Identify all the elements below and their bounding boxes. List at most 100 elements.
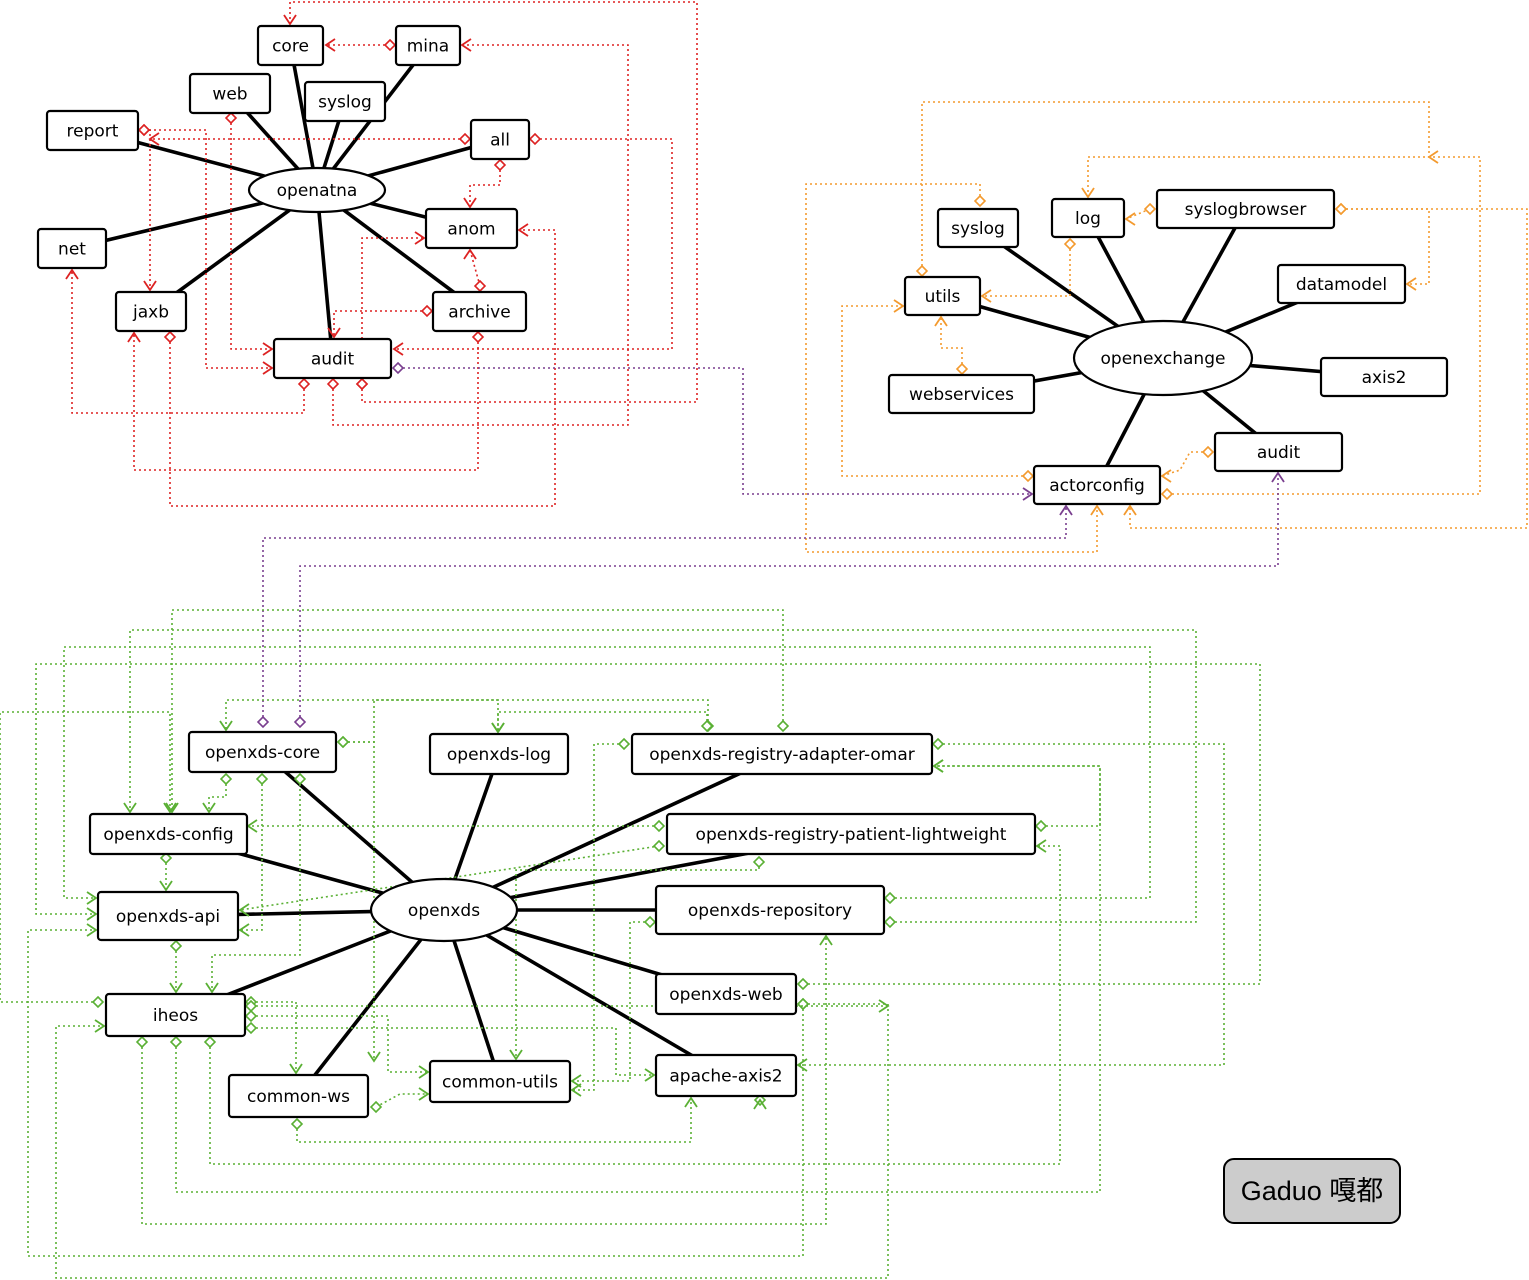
dep-iheos-omar (175, 765, 1101, 1193)
dep-iheos-commonutils (251, 1015, 428, 1073)
module-axis2x: apache-axis2 (654, 1053, 798, 1098)
dep-audit-net-source-diamond (297, 377, 311, 391)
module-utils: utils (903, 275, 982, 317)
dep-omar-config (171, 609, 784, 812)
dep-core-iheos-source-diamond (293, 772, 307, 786)
module-report-box (45, 109, 140, 152)
dep-syslog-actorconfig-source-diamond (973, 194, 987, 208)
dep-syslog-actorconfig (805, 183, 1098, 553)
module-log-box (1050, 197, 1126, 239)
dep-repo-commonutils-source-diamond (643, 915, 657, 929)
dep-archive-anom (469, 249, 481, 287)
dep-actorconfig-utils-target-arrow (893, 299, 905, 313)
author-badge-label: Gaduo 嘎都 (1241, 1176, 1384, 1206)
dep-archive-jaxb (133, 333, 479, 471)
dep-core-audit-cross (299, 473, 1279, 722)
dep-iheos-commonutils-target-arrow (418, 1065, 430, 1079)
dep-iheos-repo-source-diamond (135, 1035, 149, 1049)
dep-patient-omar-r (934, 765, 1101, 827)
dep-jaxb-anom-target-arrow (517, 223, 529, 237)
module-actorconfig: actorconfig (1032, 464, 1162, 506)
dep-report-audit (144, 129, 272, 369)
dep-core-actorconfig-cross-target-arrow (1059, 504, 1073, 516)
dep-archive-anom-source-diamond (473, 279, 487, 293)
dep-all-report-source-diamond (458, 132, 472, 146)
module-report-label: report (67, 122, 119, 142)
dep-archive-jaxb-source-diamond (471, 330, 485, 344)
module-syslogbrowser-box (1155, 188, 1336, 230)
module-actorconfig-label: actorconfig (1049, 476, 1144, 496)
dep-audit-actorconfig-target-arrow (1160, 469, 1172, 483)
dep-iheos-axis2x-source-diamond (244, 1021, 258, 1035)
module-datamodel-box (1276, 263, 1407, 305)
dep-commonws-axis2x-target-arrow (684, 1096, 698, 1108)
module-webservices: webservices (887, 373, 1036, 415)
dep-core-log-target-arrow (491, 722, 505, 734)
dep-archive-audit-source-diamond (420, 304, 434, 318)
dep-patient-omar-r-source-diamond (1034, 819, 1048, 833)
module-axis2: axis2 (1319, 356, 1449, 398)
dep-omar-api-source-diamond (931, 737, 945, 751)
dep-webx-axis2x-target-arrow (86, 923, 98, 937)
dep-core-actorconfig-cross-source-diamond (256, 715, 270, 729)
module-omar-label: openxds-registry-adapter-omar (649, 745, 915, 765)
module-config: openxds-config (88, 812, 249, 856)
module-net-box (36, 227, 108, 270)
dep-axis2x-iheos-target-arrow (753, 1098, 767, 1110)
dep-webx-iheos (55, 1003, 889, 1279)
dep-syslogbrowser-datamodel-target-arrow (1405, 277, 1417, 291)
spoke-openxds-axis2x (443, 908, 727, 1078)
dep-syslog-actorconfig-target-arrow (1090, 504, 1104, 516)
module-web: web (188, 72, 272, 115)
dep-core-commonutils (343, 741, 375, 1061)
hub-openatna-label: openatna (277, 181, 358, 201)
module-mina-box (394, 24, 462, 67)
dep-webservices-utils-target-arrow (934, 315, 948, 327)
module-repo: openxds-repository (654, 884, 886, 936)
module-axis2-box (1319, 356, 1449, 398)
module-patient-box (665, 812, 1037, 856)
dep-patient-repo-source-diamond (752, 855, 766, 869)
module-actorconfig-box (1032, 464, 1162, 506)
spoke-openxds-omar (443, 752, 783, 912)
dep-web-audit-source-diamond (224, 111, 238, 125)
module-axis2x-label: apache-axis2 (669, 1067, 782, 1087)
dep-archive-anom-target-arrow (463, 248, 477, 260)
hub-openexchange-label: openexchange (1101, 349, 1226, 369)
dep-core-api-target-arrow (238, 923, 250, 937)
dep-commonws-commonutils-source-diamond (369, 1100, 383, 1114)
dep-syslogbrowser-log-target-arrow (1124, 212, 1136, 226)
dep-syslogbrowser-actorconfig-target-arrow (1123, 504, 1137, 516)
dep-iheos-axis2x-target-arrow (644, 1068, 656, 1082)
dep-audit-mina (332, 44, 629, 426)
dep-repo-omar-source-diamond (883, 891, 897, 905)
hub-openxds-shape (369, 877, 519, 943)
hub-openxds-label: openxds (408, 901, 480, 921)
module-anom-label: anom (447, 220, 495, 240)
dep-webx-axis2x (27, 929, 804, 1257)
hub-openxds: openxds (369, 877, 519, 943)
module-syslog_a: syslog (303, 80, 387, 123)
module-syslog_e-box (936, 207, 1020, 249)
module-all-box (469, 118, 531, 161)
author-badge: Gaduo 嘎都 (1223, 1158, 1401, 1224)
module-syslog_e: syslog (936, 207, 1020, 249)
dep-patient-repo (515, 862, 760, 1059)
module-config-box (88, 812, 249, 856)
dep-iheos-api-source-diamond (91, 995, 105, 1009)
module-mina: mina (394, 24, 462, 67)
dep-iheos-axis2x (251, 1027, 654, 1076)
dep-commonws-axis2x-source-diamond (290, 1117, 304, 1131)
module-commonws-label: common-ws (247, 1087, 350, 1107)
module-omar-box (630, 732, 934, 776)
dep-audit-actorconfig-cross-source-diamond (391, 361, 405, 375)
module-web-box (188, 72, 272, 115)
module-axis2-label: axis2 (1362, 368, 1407, 388)
module-patient-label: openxds-registry-patient-lightweight (696, 825, 1007, 845)
dep-iheos-repo (141, 936, 827, 1225)
dep-iheos-web-target-arrow (878, 999, 890, 1013)
dep-utils-syslog-route-target-arrow (1081, 187, 1095, 199)
dep-patient-api-target-arrow (238, 903, 250, 917)
dep-report-jaxb-target-arrow (143, 280, 157, 292)
